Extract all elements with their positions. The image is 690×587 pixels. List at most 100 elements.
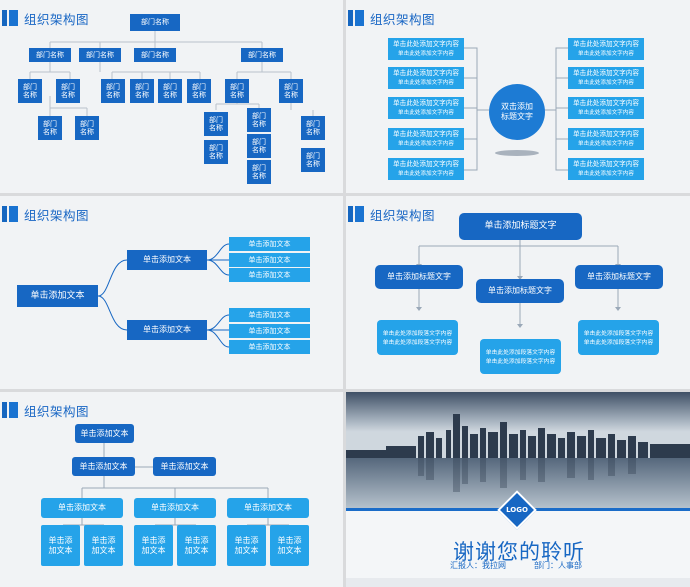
text-block-left[interactable]: 单击此处添加文字内容单击此处添加文字内容 bbox=[388, 67, 464, 89]
connector-lines bbox=[464, 47, 568, 171]
root-node[interactable]: 部门名称 bbox=[130, 14, 180, 31]
leaf-node[interactable]: 部门 名称 bbox=[301, 116, 325, 140]
level1-node[interactable]: 部门名称 bbox=[134, 48, 176, 62]
title-bar-icon bbox=[9, 206, 18, 222]
text-line: 单击此处添加文字内容 bbox=[398, 50, 454, 57]
bottom-bar bbox=[346, 578, 690, 587]
desc-block[interactable]: 单击此处添加段落文字内容单击此处添加段落文字内容 bbox=[578, 320, 659, 355]
title-bar-icon bbox=[355, 206, 364, 222]
desc-line: 单击此处添加段落文字内容 bbox=[485, 349, 556, 356]
sub-title-node[interactable]: 单击添加标题文字 bbox=[575, 265, 663, 289]
leaf-node[interactable]: 单击添 加文本 bbox=[270, 525, 309, 566]
text-block-left[interactable]: 单击此处添加文字内容单击此处添加文字内容 bbox=[388, 97, 464, 119]
reporter-label: 汇报人：我拉网 bbox=[450, 561, 506, 570]
root-node[interactable]: 单击添加文本 bbox=[75, 424, 134, 443]
leaf-node[interactable]: 单击添加文本 bbox=[229, 324, 310, 338]
title-text: 组织架构图 bbox=[370, 11, 436, 27]
leaf-node[interactable]: 部门 名称 bbox=[18, 79, 42, 103]
level3-node[interactable]: 单击添加文本 bbox=[41, 498, 123, 518]
logo-text: LOGO bbox=[506, 505, 528, 514]
text-line: 单击此处添加文字内容 bbox=[578, 50, 634, 57]
slide-title: 组织架构图 bbox=[346, 9, 435, 27]
leaf-node[interactable]: 部门 名称 bbox=[75, 116, 99, 140]
text-block-right[interactable]: 单击此处添加文字内容单击此处添加文字内容 bbox=[568, 38, 644, 60]
level2-node[interactable]: 单击添加文本 bbox=[72, 457, 135, 476]
desc-line: 单击此处添加段落文字内容 bbox=[382, 339, 453, 346]
connector-lines bbox=[63, 443, 289, 526]
title-bar-icon bbox=[348, 206, 353, 222]
leaf-node[interactable]: 部门 名称 bbox=[158, 79, 182, 103]
level3-node[interactable]: 单击添加文本 bbox=[134, 498, 216, 518]
slide-3-tree-diagram[interactable]: 组织架构图 单击添加文本 单击添加文本 单击添加文本 单击添加文本 单击添加文本… bbox=[0, 196, 343, 389]
desc-line: 单击此处添加段落文字内容 bbox=[583, 330, 654, 337]
leaf-node[interactable]: 单击添加文本 bbox=[229, 268, 310, 282]
sub-title-node[interactable]: 单击添加标题文字 bbox=[476, 279, 564, 303]
text-block-left[interactable]: 单击此处添加文字内容单击此处添加文字内容 bbox=[388, 38, 464, 60]
text-block-right[interactable]: 单击此处添加文字内容单击此处添加文字内容 bbox=[568, 67, 644, 89]
leaf-node[interactable]: 单击添加文本 bbox=[229, 237, 310, 251]
level2-node[interactable]: 单击添加文本 bbox=[153, 457, 216, 476]
leaf-node[interactable]: 部门 名称 bbox=[279, 79, 303, 103]
title-bar-icon bbox=[348, 10, 353, 26]
leaf-node[interactable]: 部门 名称 bbox=[56, 79, 80, 103]
root-node[interactable]: 单击添加文本 bbox=[17, 285, 98, 307]
mid-node[interactable]: 单击添加文本 bbox=[127, 320, 207, 340]
text-block-left[interactable]: 单击此处添加文字内容单击此处添加文字内容 bbox=[388, 158, 464, 180]
slide-title: 组织架构图 bbox=[0, 9, 89, 27]
leaf-node[interactable]: 部门 名称 bbox=[247, 134, 271, 158]
level1-node[interactable]: 部门名称 bbox=[241, 48, 283, 62]
leaf-node[interactable]: 单击添 加文本 bbox=[84, 525, 123, 566]
text-line: 单击此处添加文字内容 bbox=[393, 68, 459, 77]
slide-5-org-chart[interactable]: 组织架构图 单击添加文本 单击添加文本 单击添加文本 单击添加文本 单击添加文本… bbox=[0, 392, 343, 587]
slide-6-thank-you[interactable]: LOGO 谢谢您的聆听 汇报人：我拉网 部门：人事部 bbox=[346, 392, 690, 587]
text-block-right[interactable]: 单击此处添加文字内容单击此处添加文字内容 bbox=[568, 158, 644, 180]
desc-line: 单击此处添加段落文字内容 bbox=[485, 358, 556, 365]
slide-4-title-diagram[interactable]: 组织架构图 单击添加标题文字 单击添加标题文字 单击添加标题文字 单击添加标题文… bbox=[346, 196, 690, 389]
text-line: 单击此处添加文字内容 bbox=[393, 98, 459, 107]
leaf-node[interactable]: 部门 名称 bbox=[301, 148, 325, 172]
desc-block[interactable]: 单击此处添加段落文字内容单击此处添加段落文字内容 bbox=[377, 320, 458, 355]
text-line: 单击此处添加文字内容 bbox=[578, 170, 634, 177]
leaf-node[interactable]: 部门 名称 bbox=[187, 79, 211, 103]
leaf-node[interactable]: 单击添加文本 bbox=[229, 253, 310, 267]
leaf-node[interactable]: 单击添加文本 bbox=[229, 308, 310, 322]
text-line: 单击此处添加文字内容 bbox=[393, 159, 459, 168]
leaf-node[interactable]: 单击添 加文本 bbox=[177, 525, 216, 566]
leaf-node[interactable]: 单击添 加文本 bbox=[227, 525, 266, 566]
leaf-node[interactable]: 部门 名称 bbox=[225, 79, 249, 103]
leaf-node[interactable]: 单击添加文本 bbox=[229, 340, 310, 354]
leaf-node[interactable]: 部门 名称 bbox=[101, 79, 125, 103]
leaf-node[interactable]: 部门 名称 bbox=[247, 160, 271, 184]
leaf-node[interactable]: 部门 名称 bbox=[38, 116, 62, 140]
mid-node[interactable]: 单击添加文本 bbox=[127, 250, 207, 270]
leaf-node[interactable]: 单击添 加文本 bbox=[134, 525, 173, 566]
leaf-node[interactable]: 部门 名称 bbox=[130, 79, 154, 103]
level3-node[interactable]: 单击添加文本 bbox=[227, 498, 309, 518]
leaf-node[interactable]: 部门 名称 bbox=[247, 108, 271, 132]
text-line: 单击此处添加文字内容 bbox=[393, 39, 459, 48]
text-block-left[interactable]: 单击此处添加文字内容单击此处添加文字内容 bbox=[388, 128, 464, 150]
connector-lines bbox=[97, 243, 230, 348]
title-text: 组织架构图 bbox=[24, 207, 90, 223]
center-title-circle[interactable]: 双击添加 标题文字 bbox=[489, 84, 545, 140]
leaf-node[interactable]: 单击添 加文本 bbox=[41, 525, 80, 566]
level1-node[interactable]: 部门名称 bbox=[79, 48, 121, 62]
text-block-right[interactable]: 单击此处添加文字内容单击此处添加文字内容 bbox=[568, 128, 644, 150]
title-bar-icon bbox=[9, 10, 18, 26]
leaf-node[interactable]: 部门 名称 bbox=[204, 140, 228, 164]
slide-2-center-diagram[interactable]: 组织架构图 双击添加 标题文字 单击此处添加文字内容单击此处添加文字内容 单击此… bbox=[346, 0, 690, 193]
sub-title-node[interactable]: 单击添加标题文字 bbox=[375, 265, 463, 289]
top-title-node[interactable]: 单击添加标题文字 bbox=[459, 213, 582, 240]
text-block-right[interactable]: 单击此处添加文字内容单击此处添加文字内容 bbox=[568, 97, 644, 119]
leaf-node[interactable]: 部门 名称 bbox=[204, 112, 228, 136]
level1-node[interactable]: 部门名称 bbox=[29, 48, 71, 62]
title-text: 组织架构图 bbox=[370, 207, 436, 223]
desc-line: 单击此处添加段落文字内容 bbox=[382, 330, 453, 337]
slide-1-org-chart[interactable]: 组织架构图 部门名称 部门名称 部门名称 部门名称 部门名称 部门 名称 部门 … bbox=[0, 0, 343, 193]
title-bar-icon bbox=[2, 10, 7, 26]
desc-block[interactable]: 单击此处添加段落文字内容单击此处添加段落文字内容 bbox=[480, 339, 561, 374]
connector-lines bbox=[29, 31, 314, 116]
city-skyline-image bbox=[346, 392, 690, 510]
text-line: 单击此处添加文字内容 bbox=[573, 129, 639, 138]
text-line: 单击此处添加文字内容 bbox=[578, 109, 634, 116]
